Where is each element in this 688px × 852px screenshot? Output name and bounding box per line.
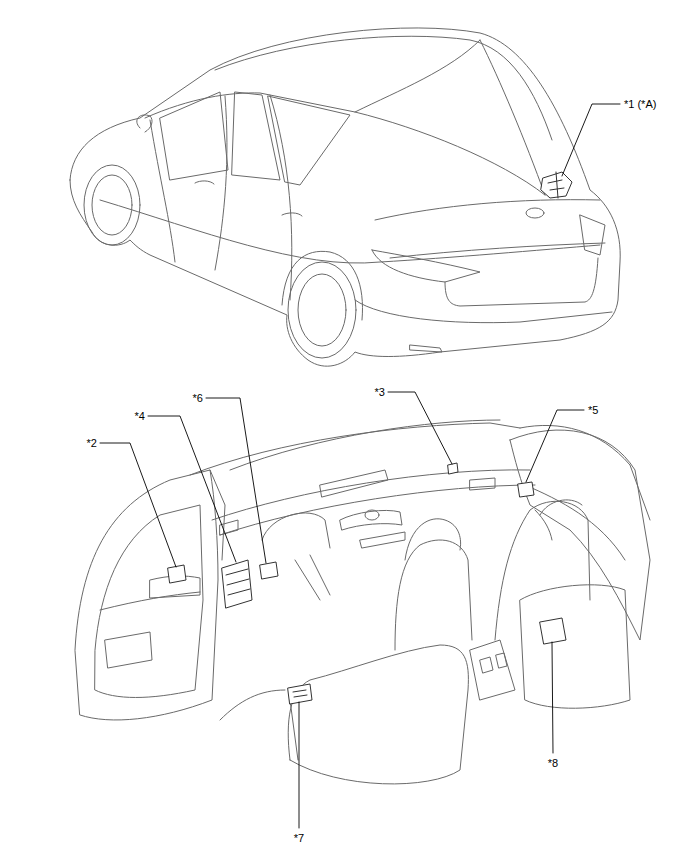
callout-number: *1 (*A) [623, 98, 657, 110]
vehicle-interior [75, 420, 650, 784]
callout-number: *3 [374, 386, 386, 398]
callout-number: *2 [86, 437, 98, 449]
callout-number: *5 [587, 404, 599, 416]
callout-number: *8 [547, 757, 559, 769]
callout-number: *4 [134, 410, 146, 422]
sedan-exterior [70, 28, 620, 366]
callout-number: *6 [192, 392, 204, 404]
leader-lines [100, 104, 620, 828]
callout-number: *7 [293, 832, 305, 844]
